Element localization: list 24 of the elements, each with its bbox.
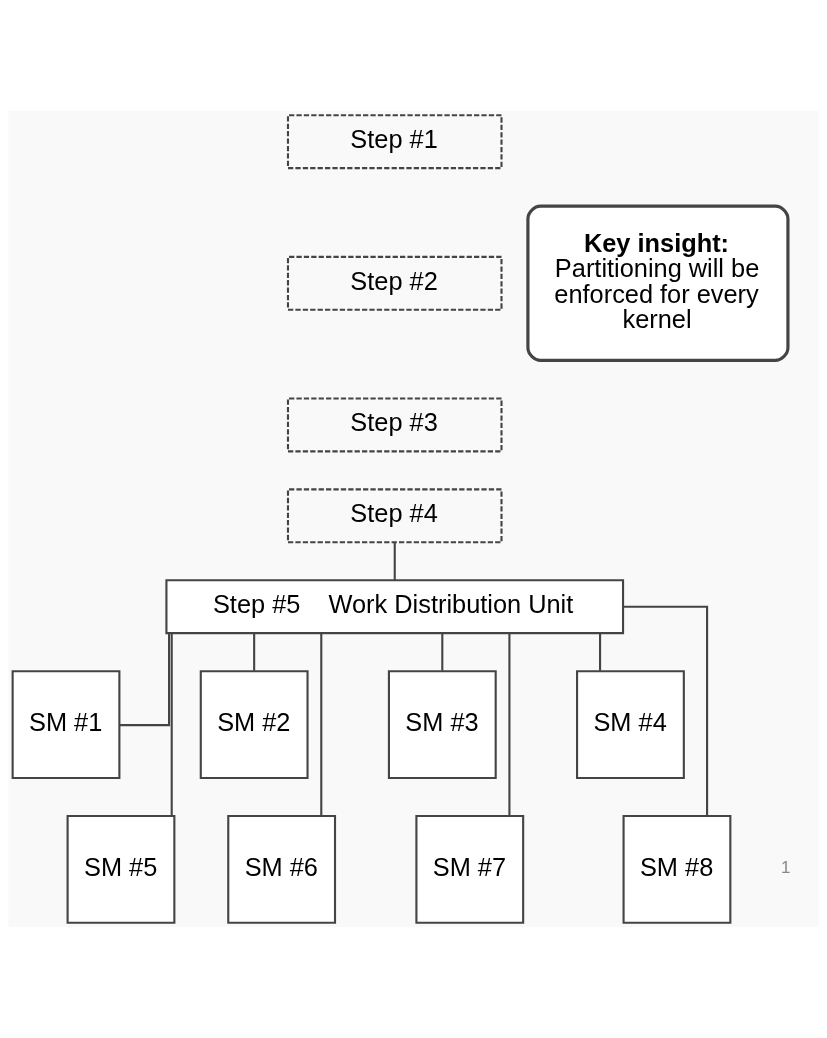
node-box: Step #3 xyxy=(286,397,503,453)
connector xyxy=(441,633,444,671)
connector xyxy=(170,633,173,816)
node-box: Step #2 xyxy=(286,255,503,311)
connector xyxy=(320,633,323,816)
connector xyxy=(393,542,396,581)
node-box: SM #3 xyxy=(387,670,497,779)
node-box: Step #1 xyxy=(286,114,503,170)
node-box: SM #8 xyxy=(622,814,732,924)
node-box: SM #4 xyxy=(576,670,685,779)
connector xyxy=(623,605,709,816)
connector xyxy=(599,633,602,671)
node-box: SM #7 xyxy=(415,814,525,924)
node-box: SM #5 xyxy=(66,814,176,924)
node-box: Step #5 Work Distribution Unit xyxy=(165,579,625,635)
label: 1 xyxy=(781,858,791,878)
connector xyxy=(119,633,171,727)
node-box: Step #4 xyxy=(286,488,503,544)
connector xyxy=(508,633,511,816)
node-box: Key insight: Partitioning will be enforced for every kernel xyxy=(526,204,790,363)
node-box: SM #6 xyxy=(227,814,337,924)
node-box: SM #2 xyxy=(199,670,309,779)
node-box: SM #1 xyxy=(11,670,121,779)
connector xyxy=(253,633,256,671)
